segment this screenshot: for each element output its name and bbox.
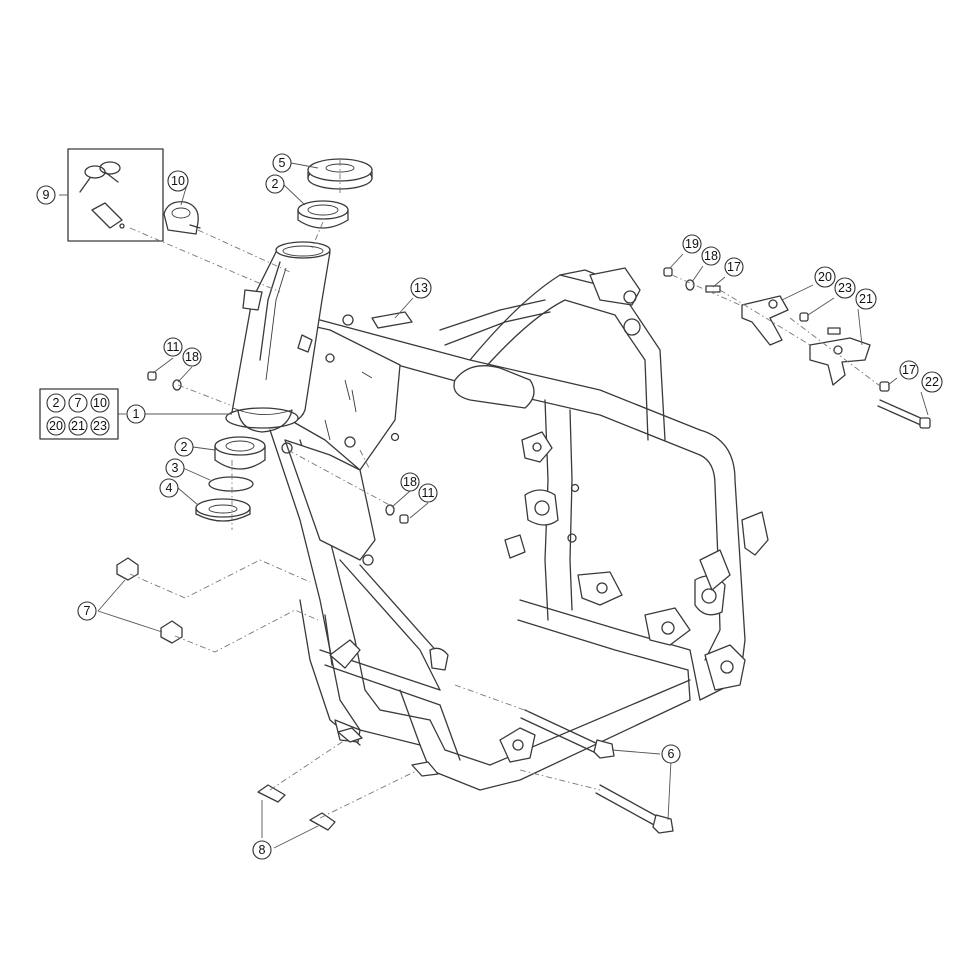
callout-6: 6: [661, 744, 681, 764]
part-6-long-bolts: [520, 709, 674, 834]
svg-text:5: 5: [279, 156, 286, 170]
svg-text:2: 2: [181, 440, 188, 454]
callout-23: 23: [834, 277, 856, 299]
callout-21: 21: [855, 288, 877, 310]
callout-4: 4: [159, 478, 179, 498]
svg-text:2: 2: [53, 396, 60, 410]
svg-text:21: 21: [71, 419, 85, 433]
callout-18-top: 18: [701, 246, 721, 266]
part-7-nut-lower: [160, 620, 183, 644]
callout-1: 1: [126, 404, 146, 424]
svg-text:17: 17: [902, 363, 916, 377]
part-8-clips: [257, 727, 439, 831]
svg-text:9: 9: [43, 188, 50, 202]
assembly-lines: [129, 160, 881, 819]
callout-11-mid: 11: [418, 483, 438, 503]
callout-2-lower: 2: [174, 437, 194, 457]
svg-text:8: 8: [259, 843, 266, 857]
part-17-19-23-fasteners: [663, 267, 931, 429]
callout-2-upper: 2: [265, 174, 285, 194]
svg-text:4: 4: [166, 481, 173, 495]
callout-20: 20: [814, 266, 836, 288]
svg-text:23: 23: [838, 281, 852, 295]
svg-text:7: 7: [84, 604, 91, 618]
part-18-washer-left: [172, 379, 182, 391]
svg-text:1: 1: [133, 407, 140, 421]
part-4-seal-ring: [195, 498, 251, 522]
svg-text:21: 21: [859, 292, 873, 306]
kit-callout-21: 21: [68, 416, 88, 436]
callout-8: 8: [252, 840, 272, 860]
leader-lines: [59, 162, 929, 849]
callout-17-top: 17: [724, 257, 744, 277]
kit-callout-10: 10: [90, 393, 110, 413]
svg-text:10: 10: [171, 174, 185, 188]
callout-18-mid: 18: [400, 472, 420, 492]
svg-text:17: 17: [727, 260, 741, 274]
svg-text:7: 7: [75, 396, 82, 410]
part-20-bracket: [741, 295, 789, 346]
kit-box: 2 7 10 20 21 23: [39, 388, 119, 440]
part-11-bolt-left: [147, 371, 157, 381]
svg-text:6: 6: [668, 747, 675, 761]
part-2-lower-bearing: [214, 436, 266, 470]
steering-head-tube: [225, 241, 354, 433]
part-21-bracket: [809, 337, 871, 386]
callout-3: 3: [165, 458, 185, 478]
callouts: 1 2 2 3 4 5 6 7 8 9 10 11 11 13 17 17 18…: [36, 153, 943, 860]
svg-text:11: 11: [167, 340, 180, 354]
svg-text:19: 19: [685, 237, 699, 251]
callout-7: 7: [77, 601, 97, 621]
part-9-ignition-lock-kit: [67, 148, 164, 242]
svg-text:18: 18: [185, 350, 199, 364]
callout-9: 9: [36, 185, 56, 205]
kit-callout-23: 23: [90, 416, 110, 436]
callout-19: 19: [682, 234, 702, 254]
part-11-bolt-mid: [399, 514, 409, 524]
callout-18-left: 18: [182, 347, 202, 367]
part-3-o-ring: [208, 476, 254, 492]
callout-5: 5: [272, 153, 292, 173]
svg-text:23: 23: [93, 419, 107, 433]
svg-text:20: 20: [49, 419, 63, 433]
callout-17-right: 17: [899, 360, 919, 380]
callout-22: 22: [921, 371, 943, 393]
svg-text:18: 18: [403, 475, 417, 489]
part-18-washer-mid: [385, 504, 395, 516]
callout-11-left: 11: [163, 337, 183, 357]
kit-callout-2: 2: [46, 393, 66, 413]
main-frame: [269, 267, 769, 791]
part-10-lock-clamp: [163, 201, 201, 235]
kit-callout-7: 7: [68, 393, 88, 413]
part-2-upper-bearing: [297, 200, 349, 229]
svg-text:2: 2: [272, 177, 279, 191]
svg-text:11: 11: [422, 486, 435, 500]
svg-text:18: 18: [704, 249, 718, 263]
svg-text:20: 20: [818, 270, 832, 284]
svg-text:3: 3: [172, 461, 179, 475]
part-7-nut-upper: [116, 557, 139, 581]
kit-callout-20: 20: [46, 416, 66, 436]
svg-text:13: 13: [414, 281, 428, 295]
callout-10: 10: [167, 170, 189, 192]
part-13-plate: [371, 311, 413, 329]
callout-13: 13: [410, 277, 432, 299]
svg-text:10: 10: [93, 396, 107, 410]
svg-text:22: 22: [925, 375, 939, 389]
